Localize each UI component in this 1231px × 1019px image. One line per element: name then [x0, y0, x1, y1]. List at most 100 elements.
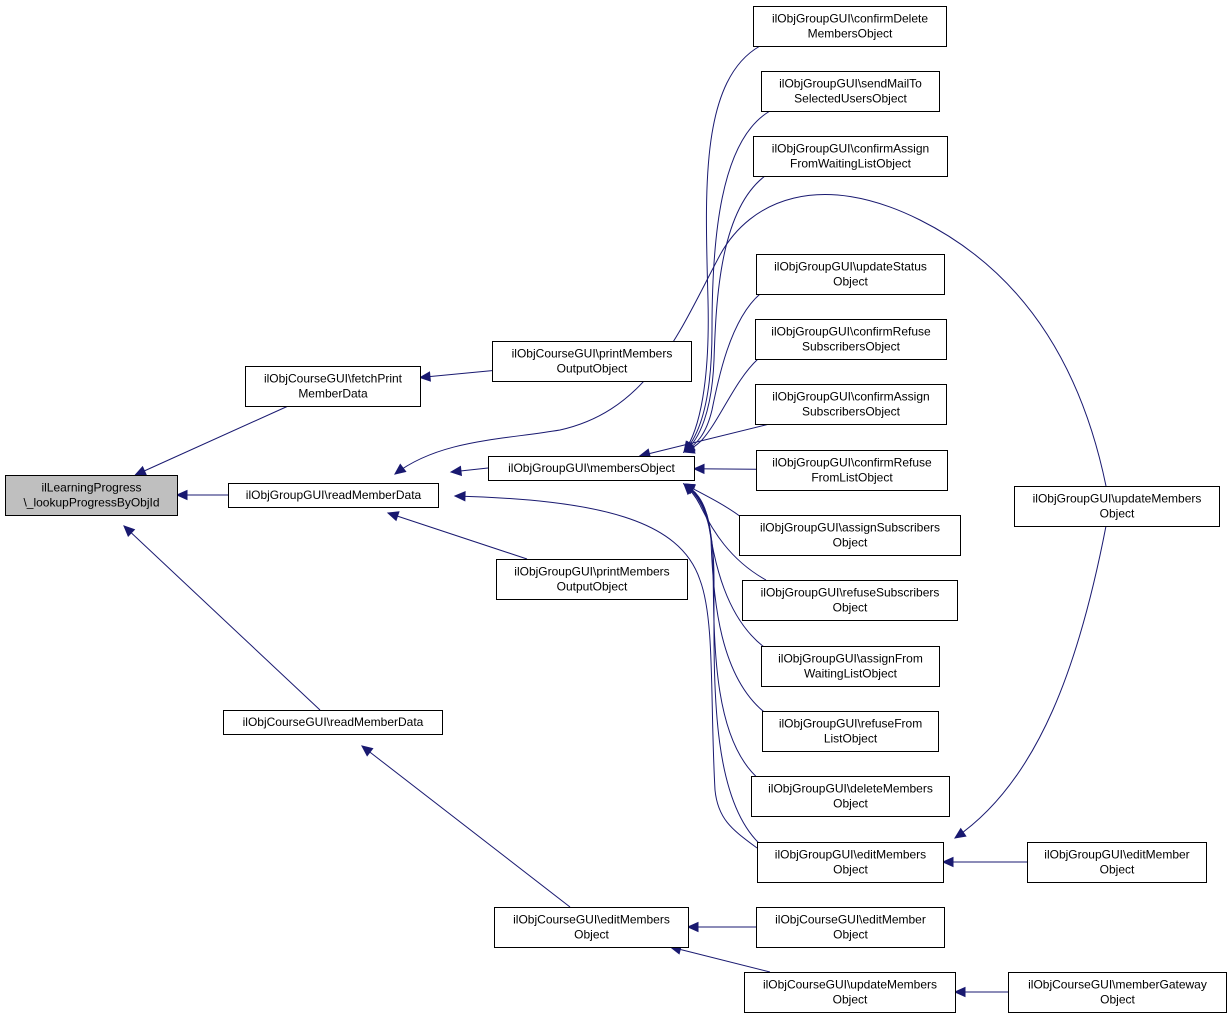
edge-ocg-update-to-ocg-editmembers	[670, 946, 771, 973]
node-ogg-confreflist[interactable]: ilObjGroupGUI\confirmRefuseFromListObjec…	[756, 450, 948, 491]
node-box	[755, 319, 947, 360]
node-label-line: ilObjGroupGUI\assignSubscribers	[760, 521, 940, 535]
node-label-line: ilObjGroupGUI\confirmAssign	[772, 390, 929, 404]
node-box	[762, 711, 939, 752]
node-label-line: Object	[833, 797, 868, 811]
edge-ocg-editmembers-to-ocg-read-arrowhead	[361, 745, 374, 757]
node-ogg-sendmail[interactable]: ilObjGroupGUI\sendMailToSelectedUsersObj…	[761, 71, 940, 112]
node-ogg-members[interactable]: ilObjGroupGUI\membersObject	[488, 456, 695, 481]
node-box	[223, 710, 443, 735]
edge-ogg-confrefsub-to-ogg-members	[683, 358, 759, 453]
edges-layer	[123, 45, 1107, 998]
node-label-line: ilObjCourseGUI\printMembers	[512, 347, 673, 361]
node-ocg-read[interactable]: ilObjCourseGUI\readMemberData	[223, 710, 443, 735]
edge-ocg-editmembers-to-ocg-read	[361, 745, 571, 908]
node-label-line: FromWaitingListObject	[790, 157, 912, 171]
node-box	[744, 972, 956, 1013]
edge-ogg-refuselist-to-ogg-members	[683, 483, 769, 716]
node-label-line: ilObjGroupGUI\deleteMembers	[768, 782, 933, 796]
node-box	[492, 341, 692, 382]
node-box	[753, 6, 947, 47]
edge-ogg-print-to-ogg-read-arrowhead	[386, 511, 400, 522]
edge-ogg-editmember-to-ogg-editmembers-arrowhead	[941, 856, 954, 868]
node-label-line: ilObjGroupGUI\updateMembers	[1033, 492, 1202, 506]
edge-ogg-editmembers-to-ogg-members	[683, 483, 763, 847]
node-box	[488, 456, 695, 481]
edge-ogg-editmembers-to-ogg-read	[454, 495, 758, 849]
node-label-line: ilObjCourseGUI\updateMembers	[763, 978, 937, 992]
node-box	[756, 450, 948, 491]
edge-ogg-assignwl-to-ogg-members	[683, 483, 769, 651]
node-label-line: SelectedUsersObject	[794, 92, 907, 106]
edge-ogg-confassignsub-to-ogg-members	[639, 423, 770, 457]
node-label-line: Object	[833, 928, 868, 942]
node-label-line: ilObjGroupGUI\assignFrom	[778, 652, 923, 666]
node-label-line: Object	[1100, 993, 1135, 1007]
node-ogg-assignwl[interactable]: ilObjGroupGUI\assignFromWaitingListObjec…	[761, 646, 940, 687]
node-label-line: Object	[1100, 863, 1135, 877]
node-ogg-confrefsub[interactable]: ilObjGroupGUI\confirmRefuseSubscribersOb…	[755, 319, 947, 360]
node-label-line: ilObjGroupGUI\membersObject	[508, 461, 675, 475]
node-label-line: \_lookupProgressByObjId	[23, 496, 159, 510]
edge-ogg-updatemembers-to-ogg-read-arrowhead	[394, 463, 407, 475]
node-label-line: Object	[574, 928, 609, 942]
node-label-line: Object	[833, 601, 868, 615]
node-root[interactable]: ilLearningProgress\_lookupProgressByObjI…	[5, 475, 178, 516]
edge-ogg-print-to-ogg-read	[387, 512, 528, 560]
node-box	[5, 475, 178, 516]
node-ogg-confassignsub[interactable]: ilObjGroupGUI\confirmAssignSubscribersOb…	[755, 384, 947, 425]
node-ogg-confassignwl[interactable]: ilObjGroupGUI\confirmAssignFromWaitingLi…	[753, 136, 948, 177]
node-box	[757, 842, 944, 883]
node-box	[1014, 486, 1220, 527]
edge-ogg-confirmdelete-to-ogg-members	[683, 45, 761, 453]
node-label-line: Object	[833, 275, 868, 289]
node-label-line: ilObjGroupGUI\readMemberData	[246, 488, 422, 502]
edge-ogg-updatemembers-to-ogg-read	[394, 194, 1107, 487]
edge-ocg-read-to-root	[123, 525, 321, 711]
node-label-line: ilObjCourseGUI\fetchPrint	[264, 372, 403, 386]
node-box	[739, 515, 961, 556]
edge-ogg-confassignwl-to-ogg-members	[683, 175, 766, 453]
node-label-line: Object	[1100, 507, 1135, 521]
edge-ocg-read-to-root-arrowhead	[123, 525, 136, 538]
edge-ogg-editmembers-to-ogg-members-arrowhead	[682, 483, 696, 494]
node-label-line: ilObjGroupGUI\confirmRefuse	[771, 325, 931, 339]
node-box	[228, 483, 439, 508]
node-label-line: ilObjGroupGUI\updateStatus	[774, 260, 927, 274]
node-label-line: ilObjGroupGUI\confirmDelete	[772, 12, 928, 26]
node-label-line: MemberData	[298, 387, 368, 401]
node-label-line: OutputObject	[557, 362, 628, 376]
node-box	[756, 907, 945, 948]
node-label-line: FromListObject	[811, 471, 893, 485]
edge-ogg-deletemembers-to-ogg-members	[683, 483, 761, 781]
node-label-line: ilObjGroupGUI\editMembers	[775, 848, 926, 862]
node-label-line: OutputObject	[557, 580, 628, 594]
node-label-line: WaitingListObject	[804, 667, 898, 681]
node-box	[494, 907, 689, 948]
node-box	[761, 71, 940, 112]
edge-ocg-gateway-to-ocg-update-arrowhead	[953, 986, 966, 998]
node-box	[756, 254, 945, 295]
edge-ogg-updatemembers-to-ogg-editmembers-arrowhead	[953, 827, 967, 839]
node-ogg-read[interactable]: ilObjGroupGUI\readMemberData	[228, 483, 439, 508]
edge-ogg-confreflist-to-ogg-members-arrowhead	[692, 463, 705, 475]
node-label-line: SubscribersObject	[802, 340, 901, 354]
node-label-line: ilObjCourseGUI\memberGateway	[1028, 978, 1207, 992]
